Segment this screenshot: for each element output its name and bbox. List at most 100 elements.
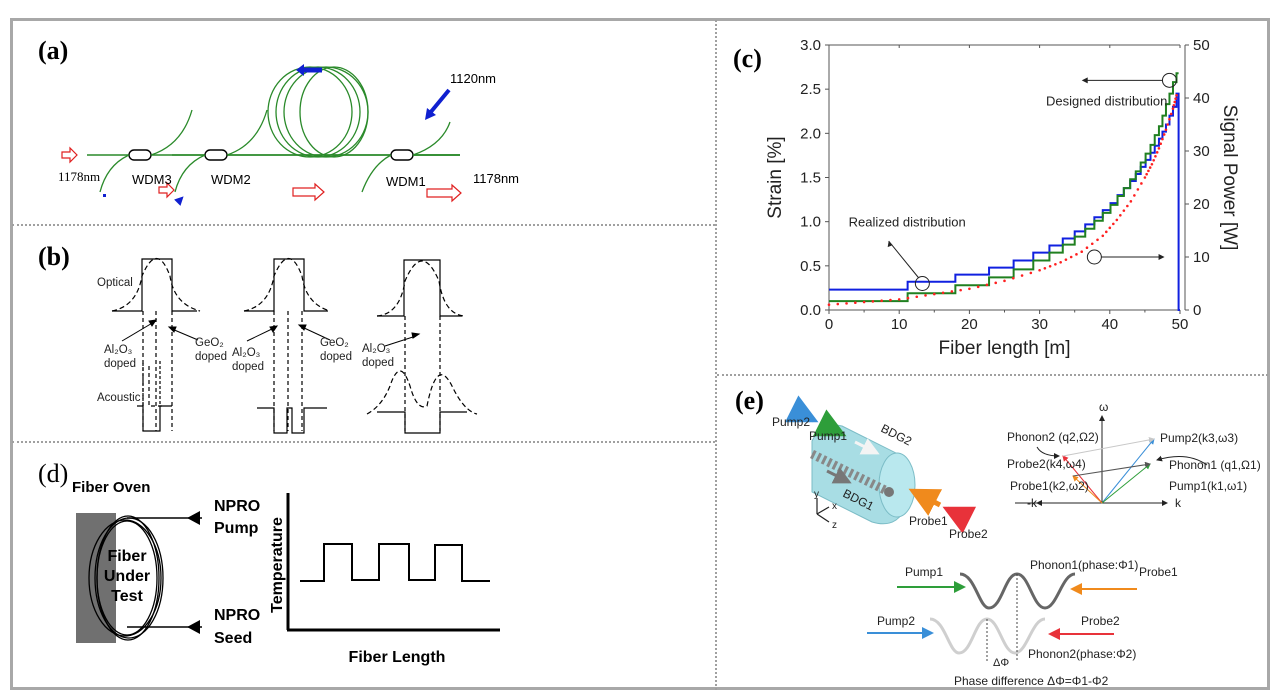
- seed-input-arrow: [187, 620, 200, 634]
- x-tick-label: 20: [961, 316, 978, 333]
- output-wavelength-label: 1178nm: [473, 171, 519, 186]
- al2o3-label-2: Al₂O₃: [232, 347, 261, 359]
- divider-b-d: [12, 441, 715, 443]
- signal-power-point: [915, 295, 919, 299]
- signal-power-point: [1129, 200, 1133, 203]
- wdm3-label: WDM3: [132, 172, 172, 187]
- panel-b: (b): [12, 226, 715, 440]
- signal-power-point: [836, 302, 840, 306]
- figure-frame: [10, 18, 1270, 690]
- probe2-beam: [942, 506, 977, 534]
- wdm1-label: WDM1: [386, 174, 426, 189]
- probe1-vector: [1072, 475, 1103, 504]
- signal-power-point: [950, 290, 954, 293]
- y-tick-label: 0.5: [800, 258, 821, 275]
- signal-power-point: [1171, 107, 1175, 110]
- signal-power-point: [1155, 151, 1159, 154]
- realized-circle: [914, 276, 930, 291]
- signal-power-point: [1054, 262, 1057, 266]
- signal-power-point: [1043, 266, 1047, 270]
- signal-power-point: [1069, 255, 1073, 259]
- signal-power-point: [1145, 172, 1148, 176]
- axis-z-label: z: [832, 520, 837, 531]
- power-arrowhead: [1158, 254, 1165, 260]
- panel-d: (d) Fiber Oven Fiber Under Test NPRO Pum…: [12, 443, 715, 688]
- panel-label-b: (b): [38, 242, 70, 271]
- signal-power-point: [862, 300, 866, 304]
- signal-power-point: [880, 299, 883, 303]
- signal-power-point: [1174, 97, 1177, 100]
- fiber-label-line2: Under: [104, 568, 150, 585]
- temperature-profile: [300, 543, 490, 582]
- x-tick-label: 30: [1031, 316, 1048, 333]
- signal-power-point: [1169, 112, 1173, 116]
- doped-label-3: doped: [232, 361, 264, 373]
- y-tick-label: 3.0: [800, 37, 821, 54]
- output-signal-arrow: [426, 183, 462, 203]
- signal-power-point: [1080, 250, 1084, 253]
- loop-signal-arrow: [292, 182, 325, 202]
- signal-power-point: [1164, 128, 1168, 132]
- panel-label-d: (d): [38, 459, 69, 488]
- signal-power-point: [1166, 123, 1170, 126]
- doping-profile-diagram: Optical Acoustic Al₂O₃ doped GeO₂ doped …: [97, 257, 478, 434]
- signal-power-point: [1115, 218, 1119, 222]
- signal-power-point: [1064, 258, 1068, 261]
- realized-label: Realized distribution: [849, 215, 966, 230]
- signal-power-point: [968, 287, 971, 291]
- signal-power-point: [1136, 188, 1140, 191]
- phonon1-vector-label: Phonon1 (q1,Ω1): [1169, 458, 1261, 472]
- wdm2-label: WDM2: [211, 172, 251, 187]
- panel-label-e: (e): [735, 386, 764, 415]
- divider-c-e: [717, 374, 1268, 376]
- panel-a: (a): [12, 20, 715, 224]
- signal-power-point: [959, 288, 962, 292]
- signal-power-point: [1011, 276, 1015, 280]
- pump-wavelength-label: 1120nm: [450, 71, 496, 86]
- signal-power-point: [1101, 234, 1105, 238]
- signal-power-point: [1173, 100, 1177, 104]
- fiber-oven-block: [76, 513, 116, 643]
- realized-arrowhead: [887, 241, 893, 248]
- phonon1-vector: [1072, 461, 1151, 477]
- y2-tick-label: 10: [1193, 249, 1210, 266]
- x-tick-label: 10: [891, 316, 908, 333]
- signal-power-point: [1126, 204, 1129, 208]
- signal-power-point: [985, 283, 989, 287]
- wdm3-coupler: [99, 109, 193, 193]
- geo2-label-2: GeO₂: [320, 337, 349, 349]
- acoustic-label: Acoustic: [97, 392, 141, 404]
- fiber-coil: [267, 66, 369, 158]
- y2-tick-label: 20: [1193, 196, 1210, 213]
- phase-difference-caption: Phase difference ΔΦ=Φ1-Φ2: [954, 674, 1109, 688]
- doped-label-2: doped: [195, 351, 227, 363]
- axis-x-label: x: [832, 501, 837, 512]
- bdg2-label: BDG2: [879, 421, 915, 448]
- phonon2-vector-label: Phonon2 (q2,Ω2): [1007, 430, 1099, 444]
- pump2-vector-label: Pump2(k3,ω3): [1160, 431, 1238, 445]
- input-signal-arrow: [61, 146, 78, 164]
- signal-power-point: [854, 301, 857, 305]
- pump2-label: Pump2: [772, 415, 810, 429]
- signal-power-point: [933, 292, 936, 296]
- signal-power-point: [889, 298, 892, 302]
- signal-power-point: [1104, 230, 1108, 234]
- y2-tick-label: 0: [1193, 302, 1201, 319]
- signal-power-point: [1133, 194, 1136, 197]
- bdg-diagram: y x z Pump2 Pump1 Probe1 Probe2 BDG2 BDG…: [772, 395, 1261, 688]
- signal-power-point: [941, 291, 945, 295]
- y2-axis-label: Signal Power [W]: [1219, 105, 1240, 251]
- signal-power-point: [1154, 155, 1157, 158]
- designed-circle: [1161, 72, 1177, 88]
- pump-label-line2: Pump: [214, 520, 259, 537]
- doped-label-1: doped: [104, 358, 136, 370]
- power-circle: [1086, 249, 1102, 265]
- probe1-beam: [908, 488, 943, 516]
- signal-power-point: [897, 298, 901, 301]
- delta-phi-label: ΔΦ: [993, 657, 1009, 669]
- signal-power-point: [1096, 238, 1099, 242]
- probe1-phase-label: Probe1: [1139, 565, 1178, 579]
- realized-pointer: [888, 240, 919, 278]
- wdm3-signal-arrow: [158, 181, 175, 199]
